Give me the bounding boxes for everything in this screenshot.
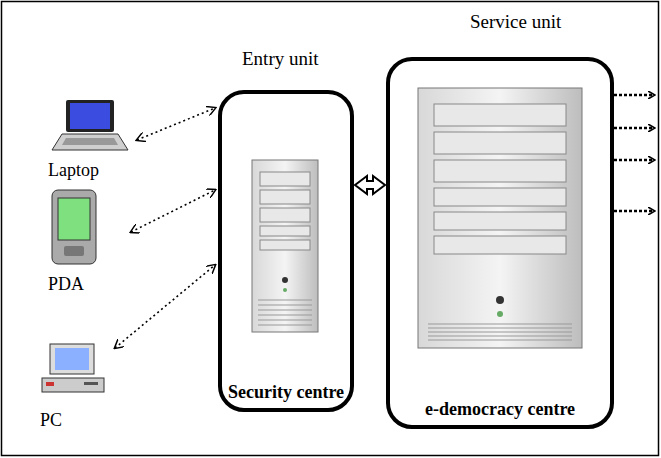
unit-box: Entry unitSecurity centre [218, 90, 354, 412]
device-label: Laptop [48, 160, 99, 180]
unit-heading: Entry unit [242, 48, 319, 70]
device-node: PC [40, 340, 112, 430]
unit-name: e-democracy centre [394, 399, 606, 419]
unit-heading: Service unit [470, 11, 561, 33]
pc-icon [40, 340, 124, 420]
connector [115, 265, 215, 348]
pda-icon [48, 186, 132, 266]
device-label: PC [40, 410, 62, 430]
connector [137, 108, 215, 140]
server-tower [252, 160, 318, 332]
device-label: PDA [48, 274, 84, 294]
unit-name: Security centre [226, 382, 346, 402]
unit-box: Service unite-democracy centre [386, 57, 614, 429]
output-arrow [614, 95, 654, 211]
connector [355, 176, 385, 194]
server-tower [418, 88, 582, 348]
device-node: PDA [48, 186, 128, 294]
device-node: Laptop [48, 98, 134, 180]
connector [131, 190, 215, 232]
